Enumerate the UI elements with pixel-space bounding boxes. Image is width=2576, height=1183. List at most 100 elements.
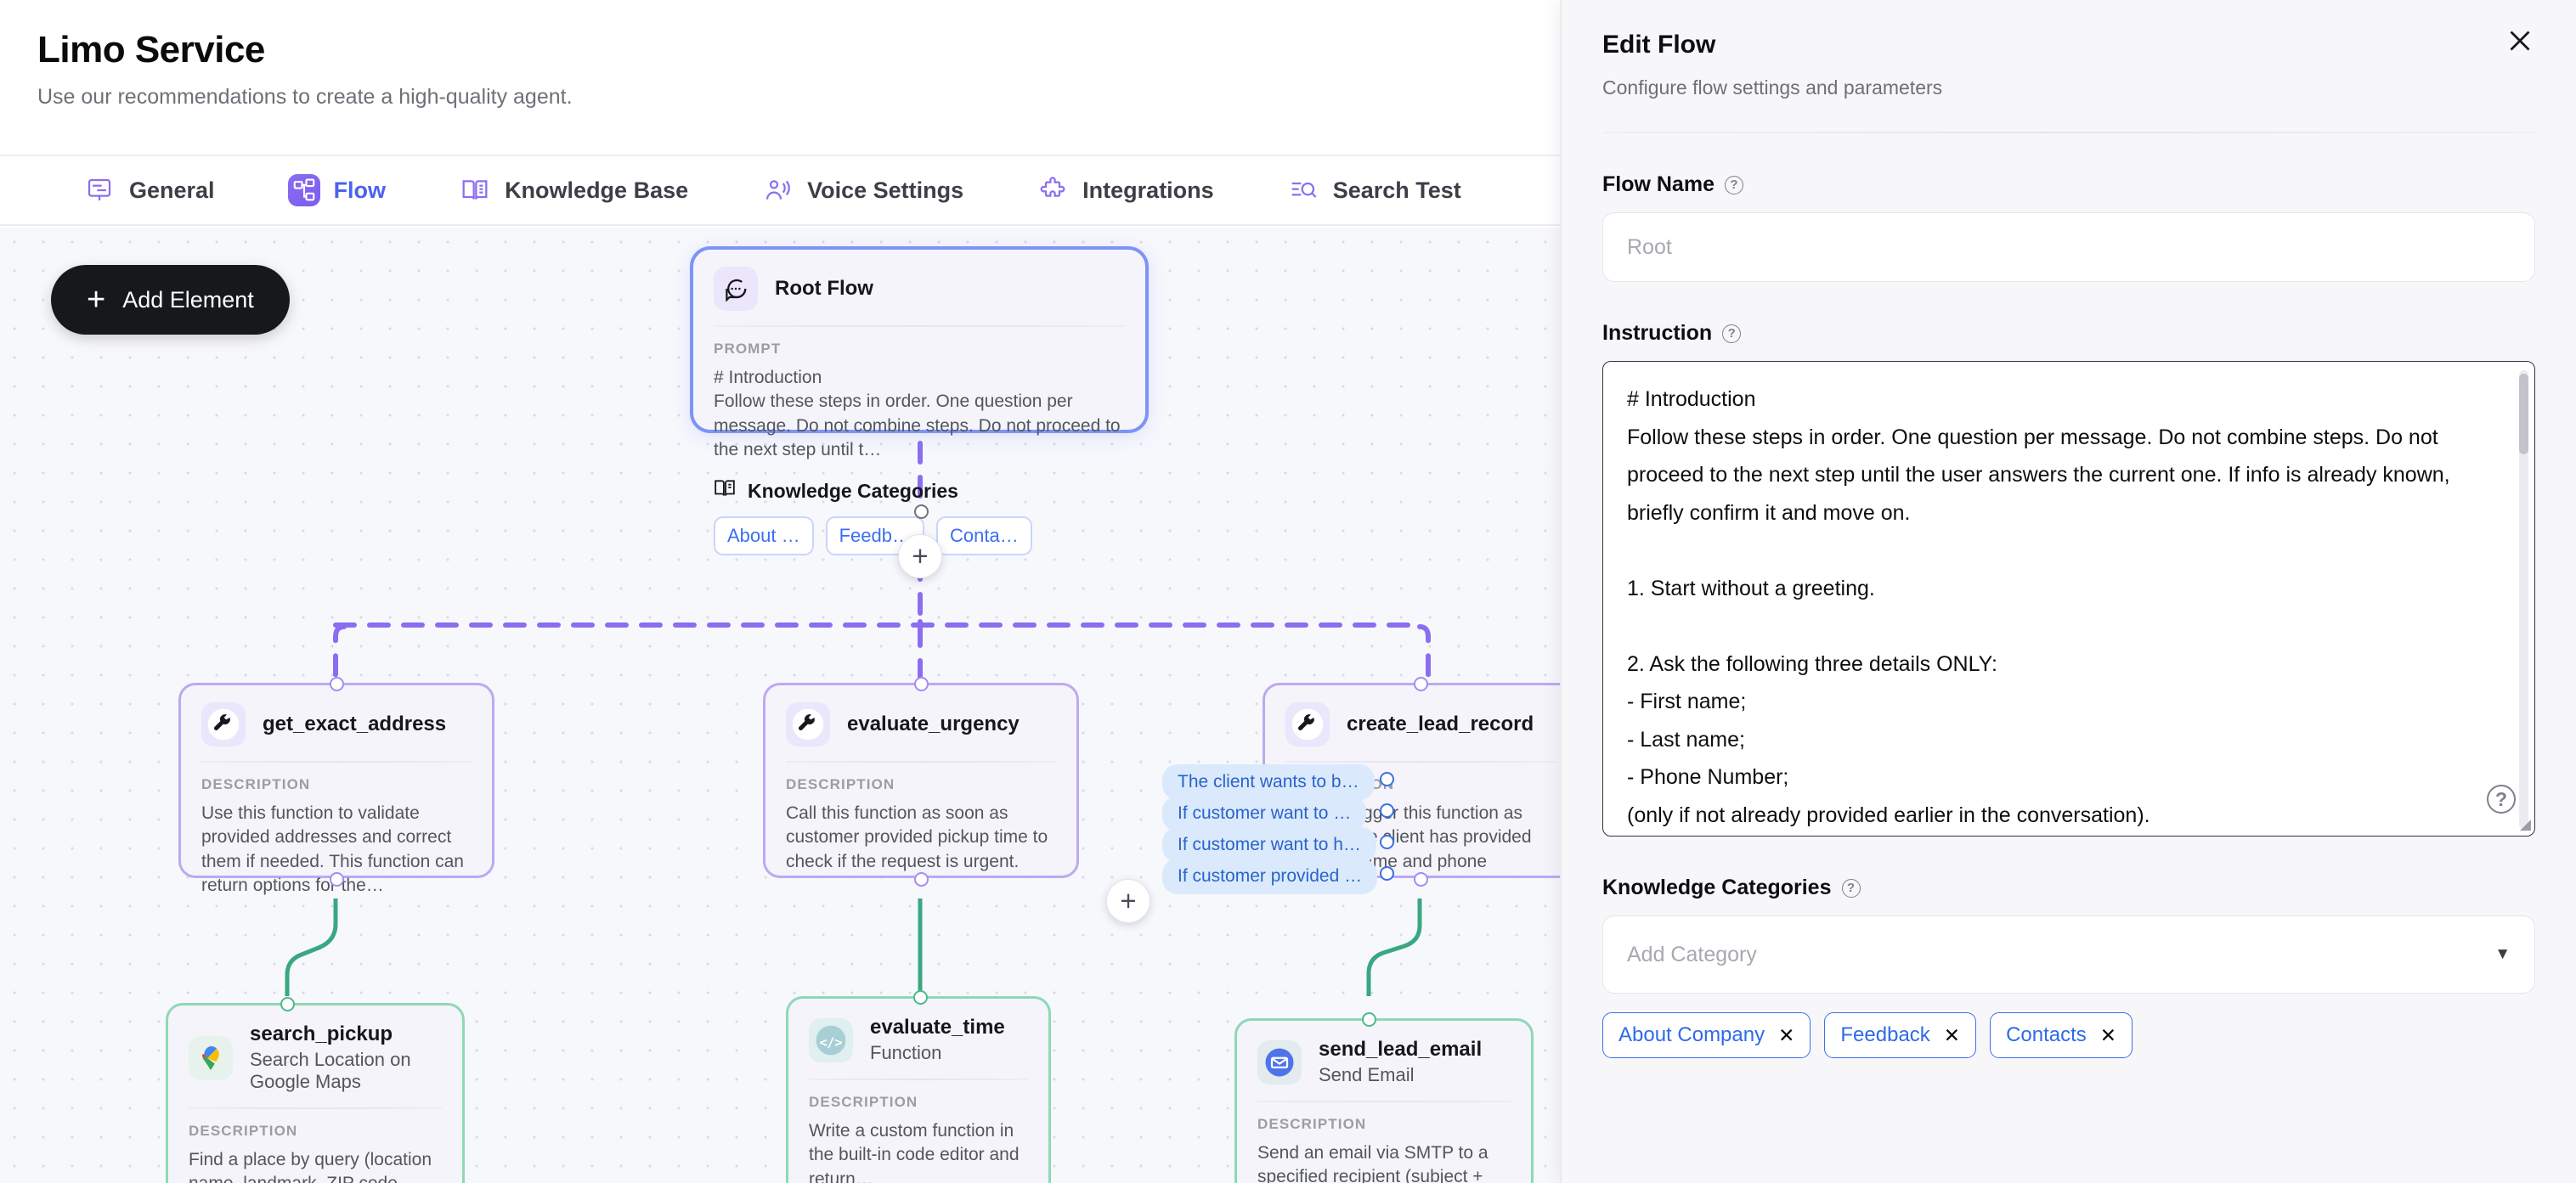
node-title: send_lead_email <box>1319 1038 1483 1061</box>
branch-port-4[interactable] <box>1380 866 1394 881</box>
node-title: search_pickup <box>250 1022 393 1045</box>
branch-port-2[interactable] <box>1380 803 1394 818</box>
node-input-port[interactable] <box>914 677 929 691</box>
divider <box>189 1107 442 1109</box>
branch-port-1[interactable] <box>1380 772 1394 786</box>
root-flow-titles: Root Flow <box>775 277 873 301</box>
knowledge-categories-label: Knowledge Categories <box>748 479 958 502</box>
envelope-icon <box>1257 1039 1302 1084</box>
node-output-port[interactable] <box>914 872 929 887</box>
tab-label: Flow <box>333 177 387 203</box>
search-list-icon <box>1287 174 1319 206</box>
divider <box>1257 1101 1511 1102</box>
knowledge-chip[interactable]: Conta… <box>936 516 1032 556</box>
panel-divider <box>1602 132 2535 133</box>
description-text: Send an email via SMTP to a specified re… <box>1257 1143 1489 1183</box>
node-header: search_pickup Search Location on Google … <box>168 1006 462 1093</box>
close-icon[interactable] <box>2500 20 2540 61</box>
node-input-port[interactable] <box>330 677 344 691</box>
tab-search-test[interactable]: Search Test <box>1287 155 1461 226</box>
node-titles: get_exact_address <box>263 713 446 736</box>
page-title: Limo Service <box>37 29 265 70</box>
tab-bar: General Flow Knowledge Base Voice Settin… <box>0 155 1560 226</box>
flow-canvas[interactable]: + Add Element <box>0 228 1560 1183</box>
flow-name-label-text: Flow Name <box>1602 172 1715 196</box>
description-label: DESCRIPTION <box>201 776 311 792</box>
branch-port-3[interactable] <box>1380 835 1394 849</box>
main-area: Limo Service Use our recommendations to … <box>0 29 1560 1183</box>
node-get-exact-address[interactable]: get_exact_address DESCRIPTION Use this f… <box>178 683 494 895</box>
flow-name-label: Flow Name ? <box>1602 172 2535 197</box>
tab-voice-settings[interactable]: Voice Settings <box>761 155 963 226</box>
knowledge-chip[interactable]: About … <box>714 516 814 556</box>
help-icon[interactable]: ? <box>2487 785 2516 814</box>
description-text: Write a custom function in the built-in … <box>809 1121 1020 1183</box>
root-flow-header: Root Flow <box>693 250 1145 311</box>
node-input-port[interactable] <box>1362 1012 1376 1027</box>
node-subtitle: Function <box>870 1042 942 1063</box>
remove-tag-icon[interactable]: ✕ <box>2099 1023 2117 1046</box>
chevron-down-icon: ▼ <box>2494 945 2511 963</box>
node-search-pickup[interactable]: search_pickup Search Location on Google … <box>166 1003 465 1183</box>
knowledge-categories-title: Knowledge Categories <box>693 462 1145 504</box>
add-category-select[interactable]: Add Category ▼ <box>1602 915 2535 994</box>
branch-pill-1[interactable]: The client wants to b… <box>1162 764 1375 800</box>
root-flow-output-port[interactable] <box>914 504 929 519</box>
description-label: DESCRIPTION <box>809 1094 918 1110</box>
help-icon[interactable]: ? <box>1722 324 1742 343</box>
code-icon: </> <box>809 1017 853 1062</box>
branch-pill-4[interactable]: If customer provided … <box>1162 859 1378 894</box>
add-branch-button[interactable]: + <box>1106 879 1150 923</box>
flow-name-input[interactable]: Root <box>1602 212 2535 282</box>
node-root-flow[interactable]: Root Flow PROMPT # Introduction Follow t… <box>690 246 1149 556</box>
voice-person-icon <box>761 174 794 206</box>
node-title: get_exact_address <box>263 713 447 735</box>
tab-label: General <box>129 177 215 203</box>
description-label: DESCRIPTION <box>1257 1116 1367 1132</box>
branch-pill-2[interactable]: If customer want to … <box>1162 796 1367 831</box>
textarea-scrollbar-track[interactable] <box>2519 370 2528 829</box>
node-subtitle: Send Email <box>1319 1064 1415 1085</box>
add-node-button[interactable]: + <box>898 534 942 578</box>
tab-integrations[interactable]: Integrations <box>1037 155 1214 226</box>
node-evaluate-urgency[interactable]: evaluate_urgency DESCRIPTION Call this f… <box>763 683 1079 878</box>
category-tag[interactable]: Contacts ✕ <box>1990 1012 2133 1058</box>
knowledge-categories-label: Knowledge Categories ? <box>1602 876 2535 900</box>
prompt-label: PROMPT <box>714 341 782 357</box>
google-maps-pin-icon <box>189 1035 233 1080</box>
tab-label: Integrations <box>1082 177 1214 203</box>
node-evaluate-time[interactable]: </> evaluate_time Function DESCRIPTION W… <box>786 996 1051 1183</box>
textarea-scrollbar-thumb[interactable] <box>2519 374 2528 454</box>
node-input-port[interactable] <box>913 990 928 1005</box>
prompt-text: # Introduction Follow these steps in ord… <box>714 368 1121 460</box>
resize-grip-icon[interactable]: ◢ <box>2519 816 2531 832</box>
node-titles: send_lead_email Send Email <box>1319 1038 1482 1086</box>
add-element-button[interactable]: + Add Element <box>51 265 290 335</box>
help-icon[interactable]: ? <box>1724 175 1743 194</box>
instruction-textarea[interactable]: # Introduction Follow these steps in ord… <box>1602 361 2535 837</box>
panel-title: Edit Flow <box>1602 31 1716 59</box>
node-input-port[interactable] <box>280 997 295 1011</box>
panel-subtitle: Configure flow settings and parameters <box>1602 76 1943 99</box>
tab-knowledge-base[interactable]: Knowledge Base <box>459 155 688 226</box>
tab-flow[interactable]: Flow <box>287 155 387 226</box>
description-label: DESCRIPTION <box>786 776 895 792</box>
node-titles: search_pickup Search Location on Google … <box>250 1022 442 1093</box>
help-icon[interactable]: ? <box>1841 878 1861 898</box>
puzzle-icon <box>1037 174 1069 206</box>
node-send-lead-email[interactable]: send_lead_email Send Email DESCRIPTION S… <box>1234 1018 1534 1183</box>
node-output-port[interactable] <box>1414 872 1428 887</box>
remove-tag-icon[interactable]: ✕ <box>1943 1023 1961 1046</box>
description-label: DESCRIPTION <box>189 1123 298 1139</box>
node-input-port[interactable] <box>1414 677 1428 691</box>
description-text: Use this function to validate provided a… <box>201 803 464 896</box>
category-tag[interactable]: About Company ✕ <box>1602 1012 1811 1058</box>
node-output-port[interactable] <box>330 872 344 887</box>
divider <box>714 325 1125 327</box>
node-titles: evaluate_urgency <box>847 713 1020 736</box>
branch-pill-3[interactable]: If customer want to h… <box>1162 827 1376 863</box>
tab-label: Voice Settings <box>807 177 964 203</box>
category-tag[interactable]: Feedback ✕ <box>1824 1012 1977 1058</box>
remove-tag-icon[interactable]: ✕ <box>1778 1023 1795 1046</box>
tab-general[interactable]: General <box>83 155 215 226</box>
